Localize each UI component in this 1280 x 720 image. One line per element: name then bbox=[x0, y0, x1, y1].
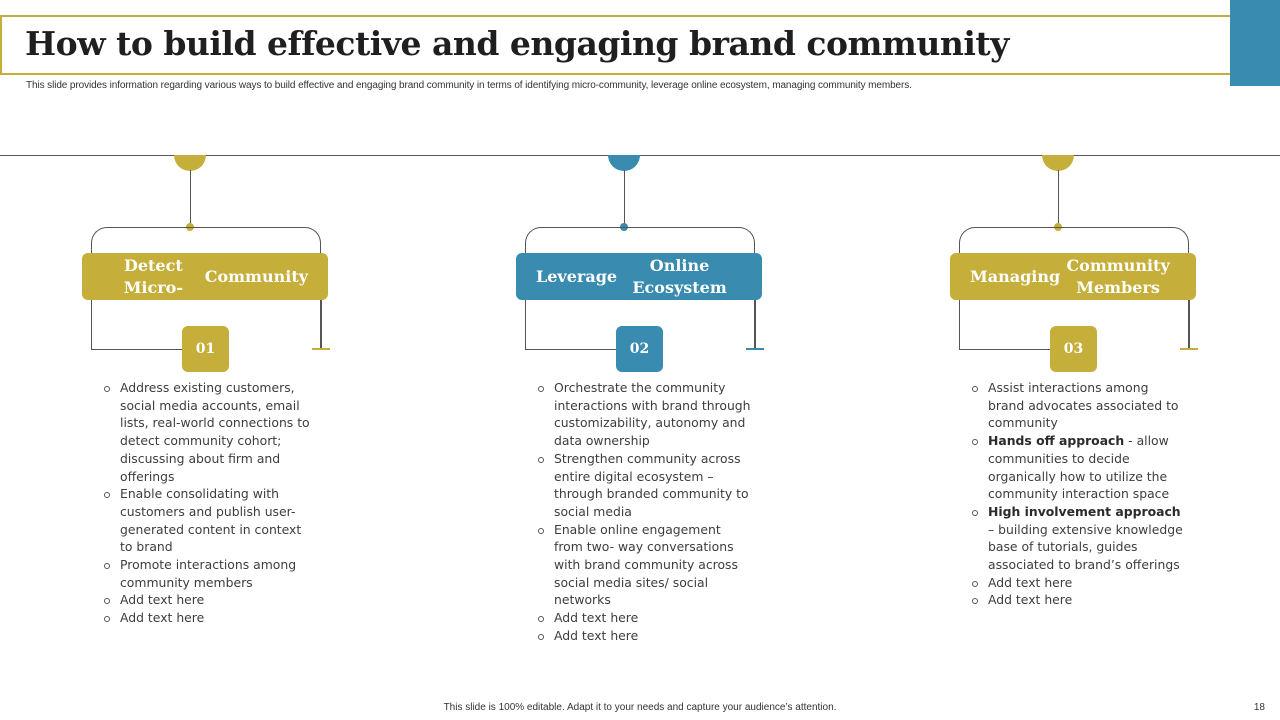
step-number-badge: 01 bbox=[182, 326, 229, 372]
bullet-list: Orchestrate the community interactions w… bbox=[536, 379, 751, 645]
bullet-item: Add text here bbox=[970, 591, 1185, 609]
bullet-text: Add text here bbox=[554, 610, 639, 626]
bullet-item: Hands off approach - allow communities t… bbox=[970, 432, 1185, 503]
bullet-text: Add text here bbox=[554, 627, 639, 643]
timeline-divider bbox=[0, 155, 1280, 156]
bullet-item: Add text here bbox=[536, 627, 751, 645]
frame-bottom-line bbox=[91, 349, 183, 350]
bullet-list: Address existing customers, social media… bbox=[102, 379, 317, 627]
step-number-badge: 02 bbox=[616, 326, 663, 372]
footer-note: This slide is 100% editable. Adapt it to… bbox=[443, 702, 837, 713]
bullet-text: Add text here bbox=[988, 574, 1073, 590]
bullet-item: Add text here bbox=[102, 591, 317, 609]
bullet-text: Enable online engagement from two- way c… bbox=[554, 521, 738, 608]
column-heading-1: Detect Micro- Community bbox=[82, 253, 328, 300]
frame-end-tick bbox=[312, 348, 330, 350]
heading-line-2: Online Ecosystem bbox=[632, 255, 727, 297]
connector-half-circle bbox=[608, 155, 640, 171]
bullet-item: Assist interactions among brand advocate… bbox=[970, 379, 1185, 432]
bullet-text: Assist interactions among brand advocate… bbox=[988, 380, 1179, 431]
frame-end-tick bbox=[1180, 348, 1198, 350]
corner-accent-block bbox=[1230, 0, 1280, 86]
heading-line-2: Community Members bbox=[1066, 255, 1170, 297]
column-heading-2: Leverage Online Ecosystem bbox=[516, 253, 762, 300]
bullet-item: High involvement approach – building ext… bbox=[970, 503, 1185, 574]
bullet-item: Add text here bbox=[536, 609, 751, 627]
heading-line-2: Community bbox=[204, 266, 308, 286]
bullet-text: Strengthen community across entire digit… bbox=[554, 450, 749, 519]
heading-line-1: Leverage bbox=[536, 266, 618, 286]
page-number: 18 bbox=[1253, 702, 1265, 713]
bullet-bold-lead: Hands off approach bbox=[988, 433, 1125, 449]
bullet-text: Orchestrate the community interactions w… bbox=[554, 380, 751, 449]
frame-right-stub bbox=[321, 300, 322, 350]
bullet-text: Enable consolidating with customers and … bbox=[120, 486, 302, 555]
bullet-list: Assist interactions among brand advocate… bbox=[970, 379, 1185, 609]
bullet-item: Enable online engagement from two- way c… bbox=[536, 521, 751, 610]
step-number-badge: 03 bbox=[1050, 326, 1097, 372]
bullet-item: Orchestrate the community interactions w… bbox=[536, 379, 751, 450]
bullet-item: Promote interactions among community mem… bbox=[102, 556, 317, 591]
bullet-item: Strengthen community across entire digit… bbox=[536, 450, 751, 521]
connector-stem bbox=[1058, 170, 1059, 227]
frame-right-stub bbox=[755, 300, 756, 350]
bullet-text: Address existing customers, social media… bbox=[120, 380, 310, 484]
frame-right-stub bbox=[1189, 300, 1190, 350]
bullet-item: Address existing customers, social media… bbox=[102, 379, 317, 485]
frame-bottom-line bbox=[525, 349, 617, 350]
bullet-text: – building extensive knowledge base of t… bbox=[988, 521, 1183, 573]
bullet-item: Add text here bbox=[970, 574, 1185, 592]
bullet-text: Promote interactions among community mem… bbox=[120, 557, 297, 590]
frame-end-tick bbox=[746, 348, 764, 350]
bullet-text: - allow communities to decide organicall… bbox=[988, 433, 1170, 502]
frame-bottom-line bbox=[959, 349, 1051, 350]
bullet-text: Add text here bbox=[120, 610, 205, 626]
bullet-item: Add text here bbox=[102, 609, 317, 627]
bullet-item: Enable consolidating with customers and … bbox=[102, 485, 317, 556]
bullet-text: Add text here bbox=[988, 592, 1073, 608]
slide-subtitle: This slide provides information regardin… bbox=[26, 80, 912, 91]
heading-line-1: Detect Micro- bbox=[123, 255, 183, 297]
page-title: How to build effective and engaging bran… bbox=[25, 24, 1009, 63]
bullet-bold-lead: High involvement approach bbox=[988, 503, 1181, 519]
connector-stem bbox=[624, 170, 625, 227]
connector-half-circle bbox=[174, 155, 206, 171]
heading-line-1: Managing bbox=[970, 266, 1061, 286]
bullet-text: Add text here bbox=[120, 592, 205, 608]
connector-half-circle bbox=[1042, 155, 1074, 171]
connector-stem bbox=[190, 170, 191, 227]
